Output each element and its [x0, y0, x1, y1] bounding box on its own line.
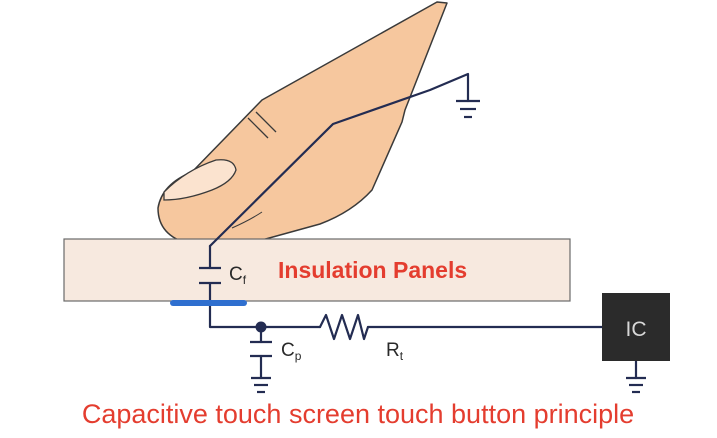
- resistor-rt: [318, 313, 370, 341]
- cf-label: Cf: [229, 264, 247, 287]
- fingernail: [163, 159, 237, 201]
- finger-shape: [157, 1, 448, 245]
- ground-symbol-ic: [626, 376, 646, 394]
- finger-inner-line: [231, 211, 263, 229]
- ic-label: IC: [626, 318, 647, 341]
- finger-crease-1: [247, 117, 269, 139]
- rt-label: Rt: [386, 340, 404, 363]
- ic-chip: [602, 293, 670, 361]
- insulation-panel: [63, 238, 571, 302]
- finger-ground-wire: [208, 72, 470, 248]
- ground-symbol-finger: [456, 99, 480, 119]
- cp-label: Cp: [281, 340, 302, 363]
- junction-node: [255, 321, 267, 333]
- cf-lower-wire: [208, 282, 322, 329]
- ground-symbol-cp: [251, 376, 271, 394]
- diagram-caption: Capacitive touch screen touch button pri…: [82, 399, 634, 429]
- finger-illustration: [157, 1, 448, 245]
- finger-crease-2: [255, 111, 277, 133]
- capacitor-cf: [199, 266, 221, 285]
- panel-label: Insulation Panels: [278, 257, 467, 283]
- capacitor-cp: [250, 340, 272, 358]
